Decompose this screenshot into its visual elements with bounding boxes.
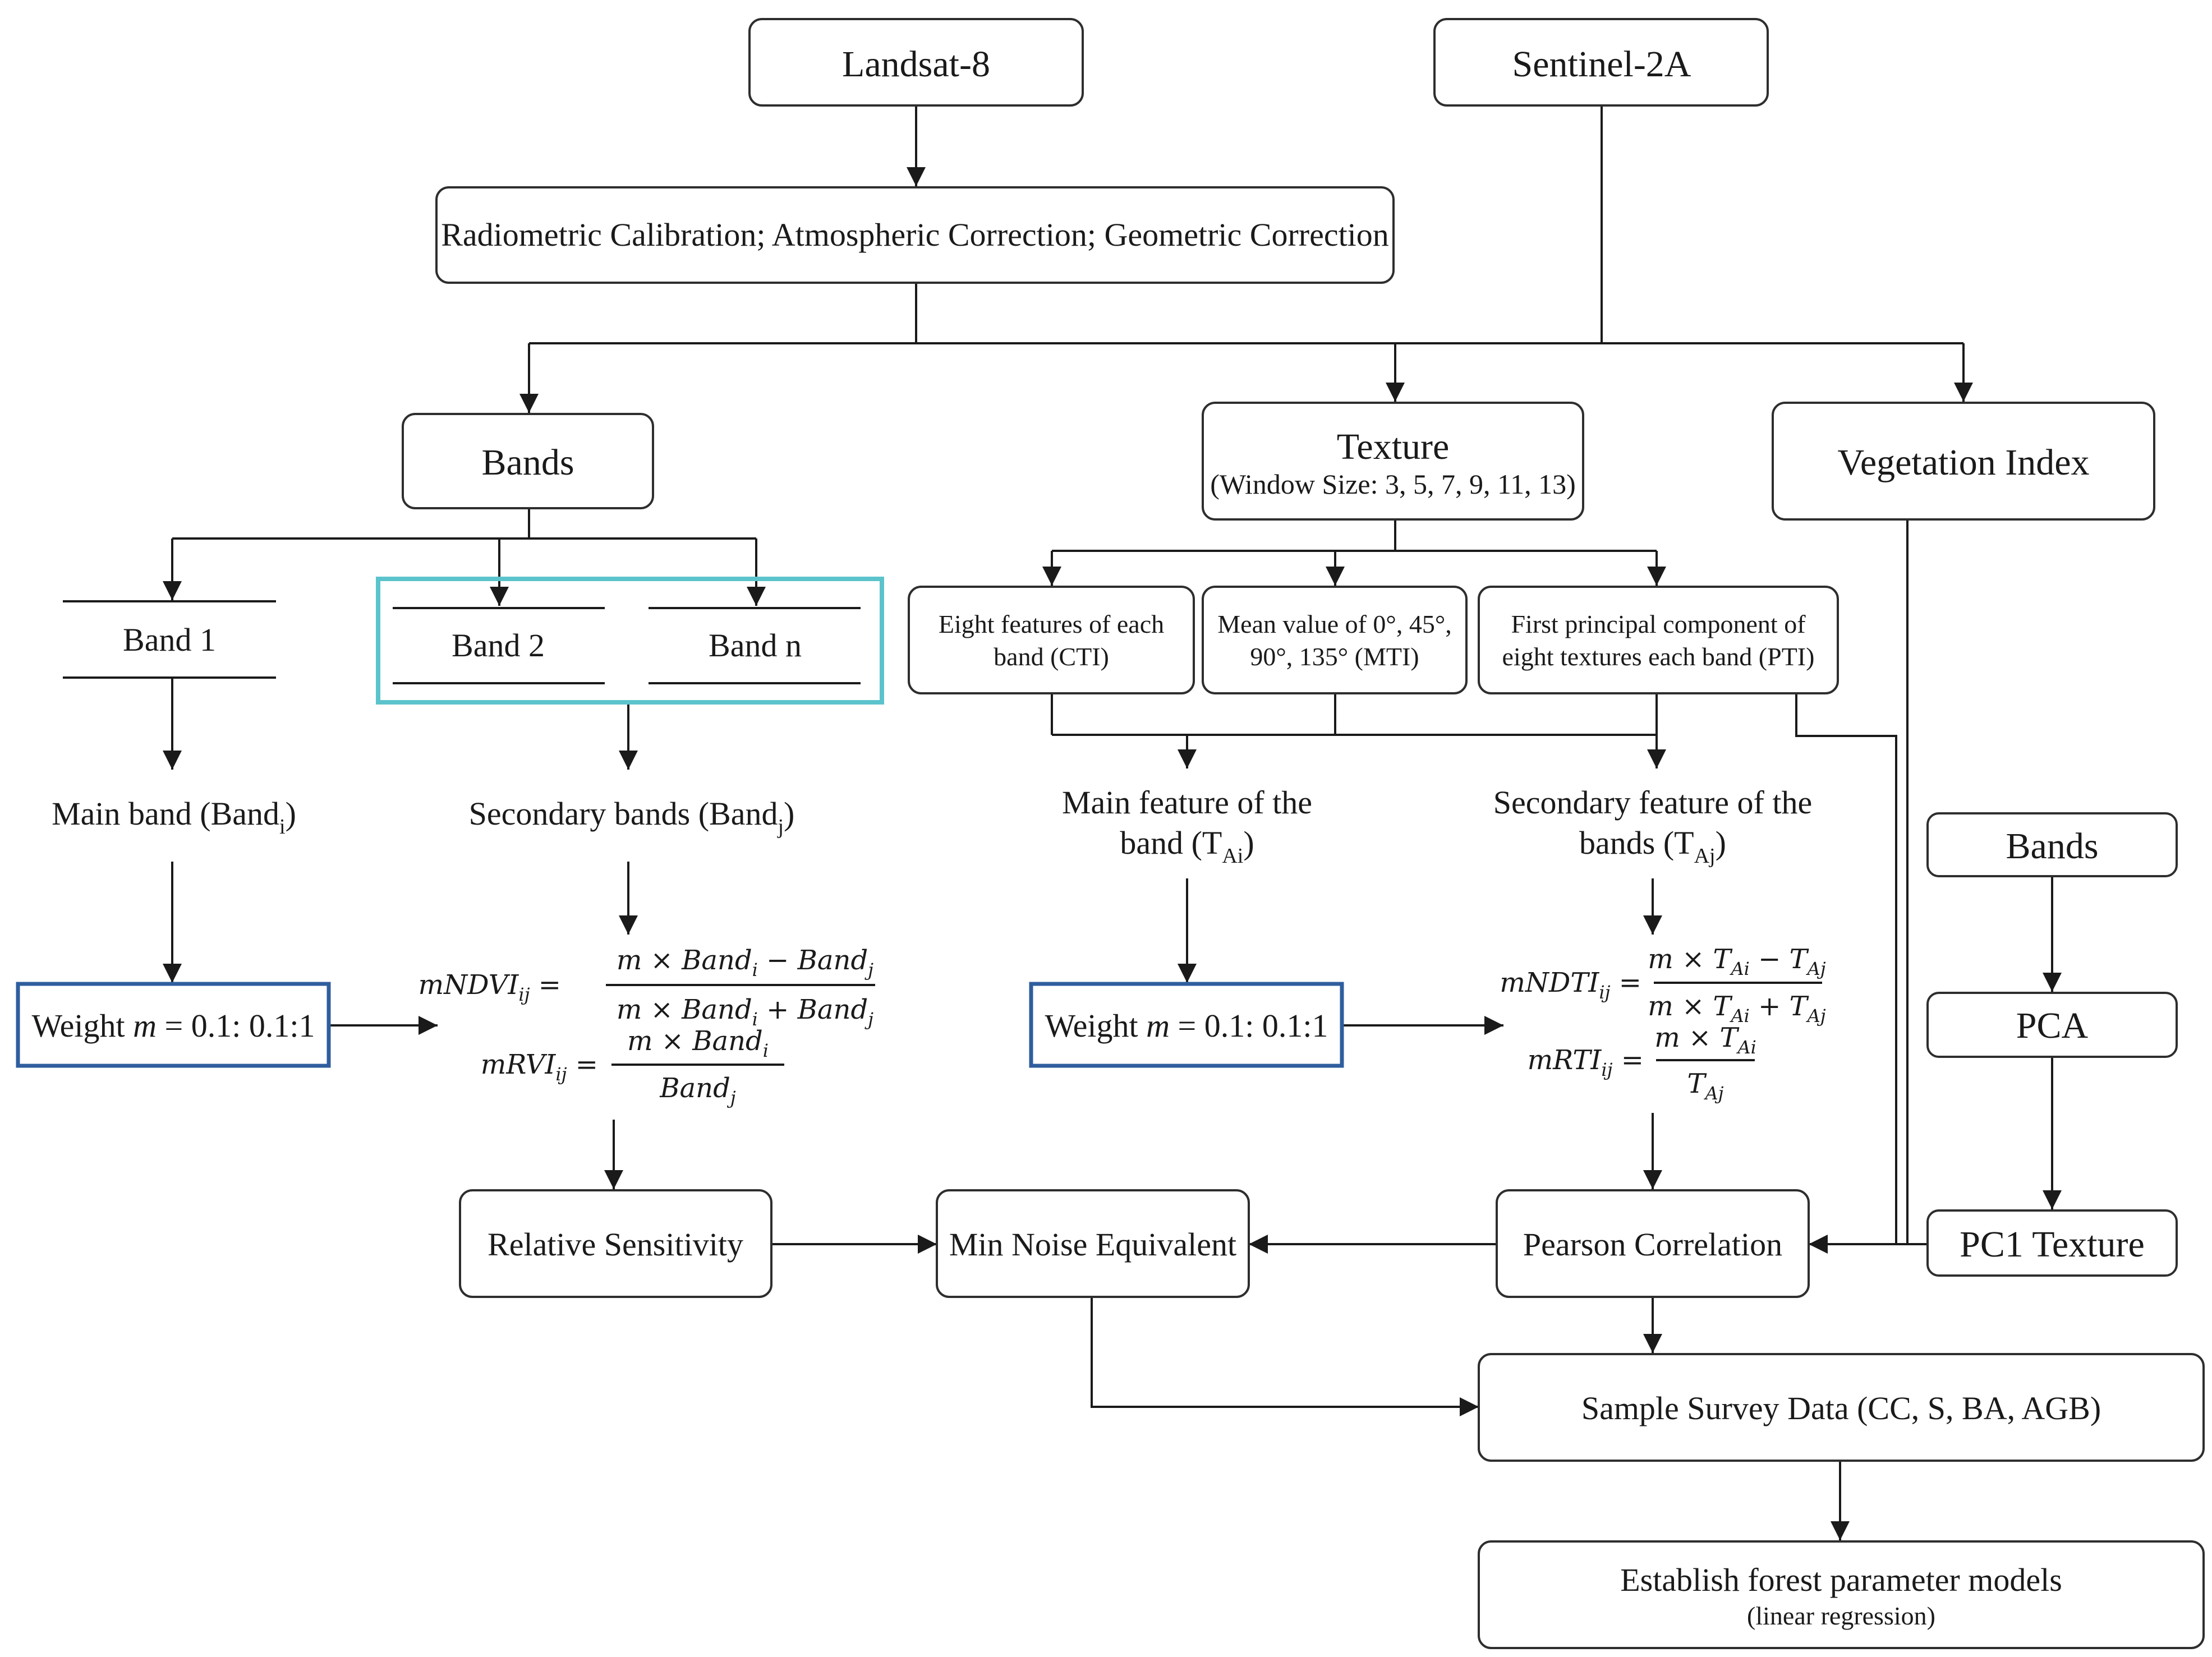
texture-subtitle: (Window Size: 3, 5, 7, 9, 11, 13) — [1210, 468, 1576, 500]
sample-survey-label: Sample Survey Data (CC, S, BA, AGB) — [1581, 1390, 2101, 1426]
mndvi-numerator: m × Bandi − Bandj — [617, 945, 873, 981]
node-band-group: Band 2 Band n — [376, 577, 884, 705]
pti-line2: eight textures each band (PTI) — [1502, 642, 1815, 671]
node-landsat: Landsat-8 — [748, 18, 1084, 107]
node-sample-survey: Sample Survey Data (CC, S, BA, AGB) — [1478, 1353, 2205, 1462]
node-pearson: Pearson Correlation — [1496, 1189, 1810, 1298]
mti-line1: Mean value of 0°, 45°, — [1217, 610, 1451, 638]
node-secondary-feature: Secondary feature of the bands (TAj) — [1493, 784, 1812, 868]
node-weight-texture: Weight m = 0.1: 0.1:1 — [1029, 982, 1344, 1068]
edge-mne-survey — [1091, 1297, 1479, 1416]
pearson-label: Pearson Correlation — [1523, 1226, 1782, 1263]
node-min-noise: Min Noise Equivalent — [936, 1189, 1250, 1298]
node-pca: PCA — [1926, 992, 2178, 1058]
node-secondary-bands: Secondary bands (Bandj) — [469, 795, 795, 839]
equation-mrvi: mRVIij = m × Bandi Bandj — [481, 1025, 784, 1108]
node-pti: First principal component of eight textu… — [1478, 586, 1839, 694]
node-cti: Eight features of each band (CTI) — [908, 586, 1195, 694]
establish-line1: Establish forest parameter models — [1620, 1562, 2062, 1598]
node-bands: Bands — [402, 413, 654, 509]
band1-label: Band 1 — [123, 622, 216, 658]
node-main-feature: Main feature of the band (TAi) — [1062, 784, 1312, 868]
bands-right-label: Bands — [2006, 826, 2099, 867]
mrti-lhs: mRTIij = — [1528, 1044, 1644, 1080]
mrvi-numerator: m × Bandi — [627, 1025, 769, 1061]
mndvi-denominator: m × Bandi + Bandj — [617, 994, 873, 1030]
main-feature-line1: Main feature of the — [1062, 784, 1312, 821]
mrvi-lhs: mRVIij = — [481, 1049, 598, 1085]
node-mti: Mean value of 0°, 45°, 90°, 135° (MTI) — [1202, 586, 1468, 694]
mndti-numerator: m × TAi − TAj — [1648, 943, 1825, 979]
node-pc1-texture: PC1 Texture — [1926, 1209, 2178, 1277]
sentinel-label: Sentinel-2A — [1512, 44, 1691, 85]
pc1-texture-label: PC1 Texture — [1960, 1224, 2145, 1265]
cti-line1: Eight features of each — [939, 610, 1164, 638]
mrvi-denominator: Bandj — [659, 1073, 736, 1108]
equation-mndvi: mNDVIij = m × Bandi − Bandj m × Bandi + … — [419, 945, 875, 1030]
relative-sensitivity-label: Relative Sensitivity — [488, 1226, 743, 1263]
node-relative-sensitivity: Relative Sensitivity — [459, 1189, 772, 1298]
mrti-denominator: TAj — [1687, 1068, 1723, 1104]
node-preprocess: Radiometric Calibration; Atmospheric Cor… — [435, 186, 1395, 284]
mndvi-lhs: mNDVIij = — [419, 969, 561, 1005]
node-texture: Texture (Window Size: 3, 5, 7, 9, 11, 13… — [1202, 402, 1584, 521]
mti-line2: 90°, 135° (MTI) — [1250, 642, 1419, 671]
node-weight-bands: Weight m = 0.1: 0.1:1 — [16, 982, 331, 1068]
weight-bands-label: Weight m = 0.1: 0.1:1 — [32, 1007, 315, 1044]
preprocess-label: Radiometric Calibration; Atmospheric Cor… — [441, 217, 1389, 253]
edge-pti-pearson — [1795, 693, 1897, 1244]
connectors — [163, 105, 2062, 1540]
node-band1: Band 1 — [63, 600, 276, 679]
cti-line2: band (CTI) — [994, 642, 1109, 671]
node-vegetation-index: Vegetation Index — [1772, 402, 2155, 521]
node-sentinel: Sentinel-2A — [1433, 18, 1769, 107]
node-bands-right: Bands — [1926, 812, 2178, 877]
pca-label: PCA — [2016, 1005, 2089, 1046]
landsat-label: Landsat-8 — [842, 44, 990, 85]
bandn-label: Band n — [709, 627, 802, 664]
texture-title: Texture — [1337, 426, 1450, 467]
node-establish-models: Establish forest parameter models (linea… — [1478, 1540, 2205, 1649]
vegetation-index-label: Vegetation Index — [1837, 442, 2089, 483]
mrti-numerator: m × TAi — [1654, 1022, 1756, 1058]
equation-mrti: mRTIij = m × TAi TAj — [1528, 1022, 1756, 1104]
mndti-lhs: mNDTIij = — [1500, 967, 1641, 1003]
node-main-band: Main band (Bandi) — [52, 795, 296, 839]
establish-line2: (linear regression) — [1747, 1601, 1935, 1630]
pti-line1: First principal component of — [1511, 610, 1806, 638]
main-feature-line2: band (TAi) — [1120, 825, 1254, 868]
main-band-label: Main band (Bandi) — [52, 795, 296, 839]
mndti-denominator: m × TAi + TAj — [1648, 991, 1825, 1027]
bands-label: Bands — [482, 442, 574, 483]
secondary-bands-label: Secondary bands (Bandj) — [469, 795, 795, 839]
weight-texture-label: Weight m = 0.1: 0.1:1 — [1045, 1007, 1328, 1044]
secondary-feature-line2: bands (TAj) — [1579, 825, 1726, 868]
band2-label: Band 2 — [452, 627, 545, 664]
secondary-feature-line1: Secondary feature of the — [1493, 784, 1812, 821]
min-noise-label: Min Noise Equivalent — [949, 1226, 1236, 1263]
equation-mndti: mNDTIij = m × TAi − TAj m × TAi + TAj — [1500, 943, 1825, 1027]
